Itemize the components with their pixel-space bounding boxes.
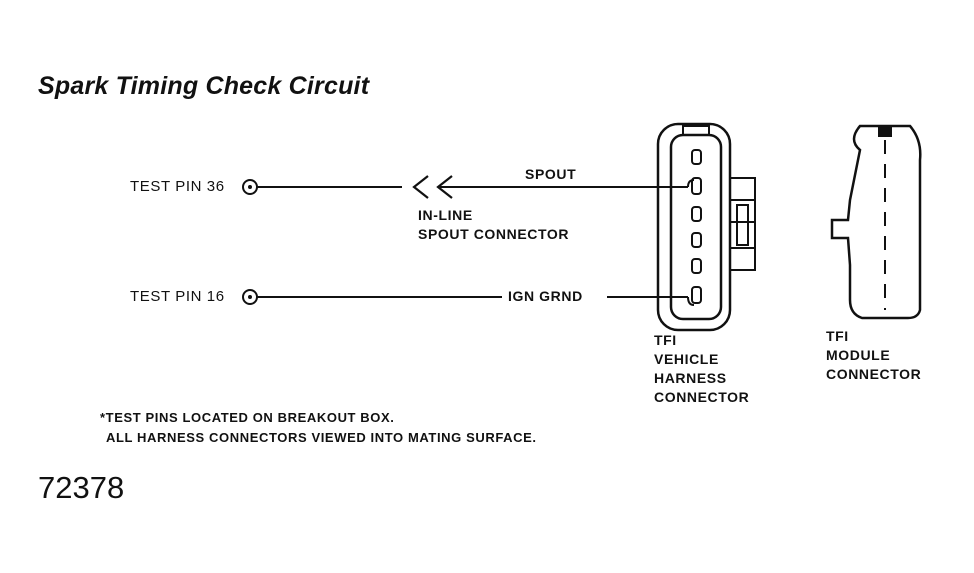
figure-id: 72378 [38, 470, 125, 505]
mc-line2: MODULE [826, 347, 891, 363]
diagram-title: Spark Timing Check Circuit [38, 72, 370, 100]
inline-connector-chevron-2 [436, 175, 453, 199]
vh-line2: VEHICLE [654, 351, 719, 367]
inline-label-line2: SPOUT CONNECTOR [418, 226, 570, 242]
inline-connector-label: IN-LINE SPOUT CONNECTOR [418, 206, 569, 244]
test-pin-16-label: TEST PIN 16 [130, 288, 225, 305]
test-pin-36-label: TEST PIN 36 [130, 178, 225, 195]
mc-line3: CONNECTOR [826, 366, 922, 382]
vh-line3: HARNESS [654, 370, 727, 386]
harness-pin-cavities [691, 149, 702, 304]
module-connector [830, 124, 922, 320]
ign-grnd-label: IGN GRND [508, 288, 583, 304]
vehicle-harness-label: TFI VEHICLE HARNESS CONNECTOR [654, 331, 749, 407]
inline-label-line1: IN-LINE [418, 207, 473, 223]
module-connector-label: TFI MODULE CONNECTOR [826, 327, 921, 384]
vehicle-harness-connector [656, 122, 756, 332]
spout-label: SPOUT [525, 166, 577, 182]
inline-connector-chevron-1 [412, 175, 429, 199]
vh-line4: CONNECTOR [654, 389, 750, 405]
vh-line1: TFI [654, 332, 677, 348]
mc-line1: TFI [826, 328, 849, 344]
note-line-1: *TEST PINS LOCATED ON BREAKOUT BOX. [100, 410, 395, 425]
note-line-2: ALL HARNESS CONNECTORS VIEWED INTO MATIN… [106, 430, 537, 445]
